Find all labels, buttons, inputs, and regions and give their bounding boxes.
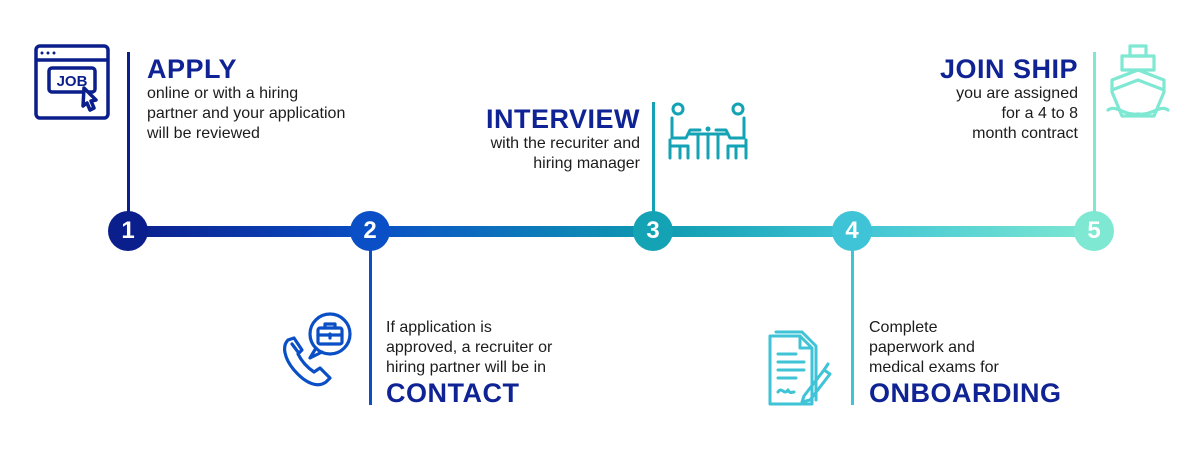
step-3-heading: INTERVIEW xyxy=(485,104,640,134)
step-2-description-line: hiring partner will be in xyxy=(386,359,547,376)
step-3-description-line: with the recuriter and xyxy=(490,135,640,152)
step-5-description-line: month contract xyxy=(972,125,1078,142)
step-3-description-line: hiring manager xyxy=(533,155,640,172)
step-5-description-line: you are assigned xyxy=(956,85,1078,102)
step-5-heading: JOIN SHIP xyxy=(939,54,1078,84)
svg-text:JOB: JOB xyxy=(57,73,88,90)
step-4-text: Complete paperwork and medical exams for… xyxy=(869,318,1109,408)
timeline-track xyxy=(128,226,1096,237)
step-node-5: 5 xyxy=(1074,211,1114,251)
step-2-heading: CONTACT xyxy=(386,378,520,408)
step-4-description-line: Complete xyxy=(869,319,938,336)
step-4-description-line: paperwork and xyxy=(869,339,975,356)
step-2-text: If application is approved, a recruiter … xyxy=(386,318,626,408)
step-1-description-line: partner and your application xyxy=(147,105,346,122)
interview-table-icon xyxy=(668,102,748,160)
step-1-description-line: online or with a hiring xyxy=(147,85,299,102)
step-4-description-line: medical exams for xyxy=(869,359,999,376)
step-5-text: JOIN SHIP you are assigned for a 4 to 8 … xyxy=(840,54,1078,144)
step-node-1: 1 xyxy=(108,211,148,251)
step-node-4: 4 xyxy=(832,211,872,251)
connector-line-4 xyxy=(851,245,854,405)
step-3-text: INTERVIEW with the recuriter and hiring … xyxy=(400,104,640,174)
step-1-text: APPLY online or with a hiring partner an… xyxy=(147,54,407,144)
step-4-heading: ONBOARDING xyxy=(869,378,1062,408)
step-node-2: 2 xyxy=(350,211,390,251)
step-2-description-line: If application is xyxy=(386,319,492,336)
ship-icon xyxy=(1106,44,1170,122)
job-application-icon: JOB xyxy=(34,44,110,122)
document-signature-icon xyxy=(764,330,834,410)
step-2-description-line: approved, a recruiter or xyxy=(386,339,553,356)
step-node-3: 3 xyxy=(633,211,673,251)
connector-line-1 xyxy=(127,52,130,217)
step-1-description-line: will be reviewed xyxy=(147,125,260,142)
step-5-description-line: for a 4 to 8 xyxy=(1001,105,1079,122)
connector-line-5 xyxy=(1093,52,1096,217)
connector-line-3 xyxy=(652,102,655,217)
connector-line-2 xyxy=(369,245,372,405)
step-1-heading: APPLY xyxy=(147,54,238,84)
phone-briefcase-icon xyxy=(280,310,360,390)
